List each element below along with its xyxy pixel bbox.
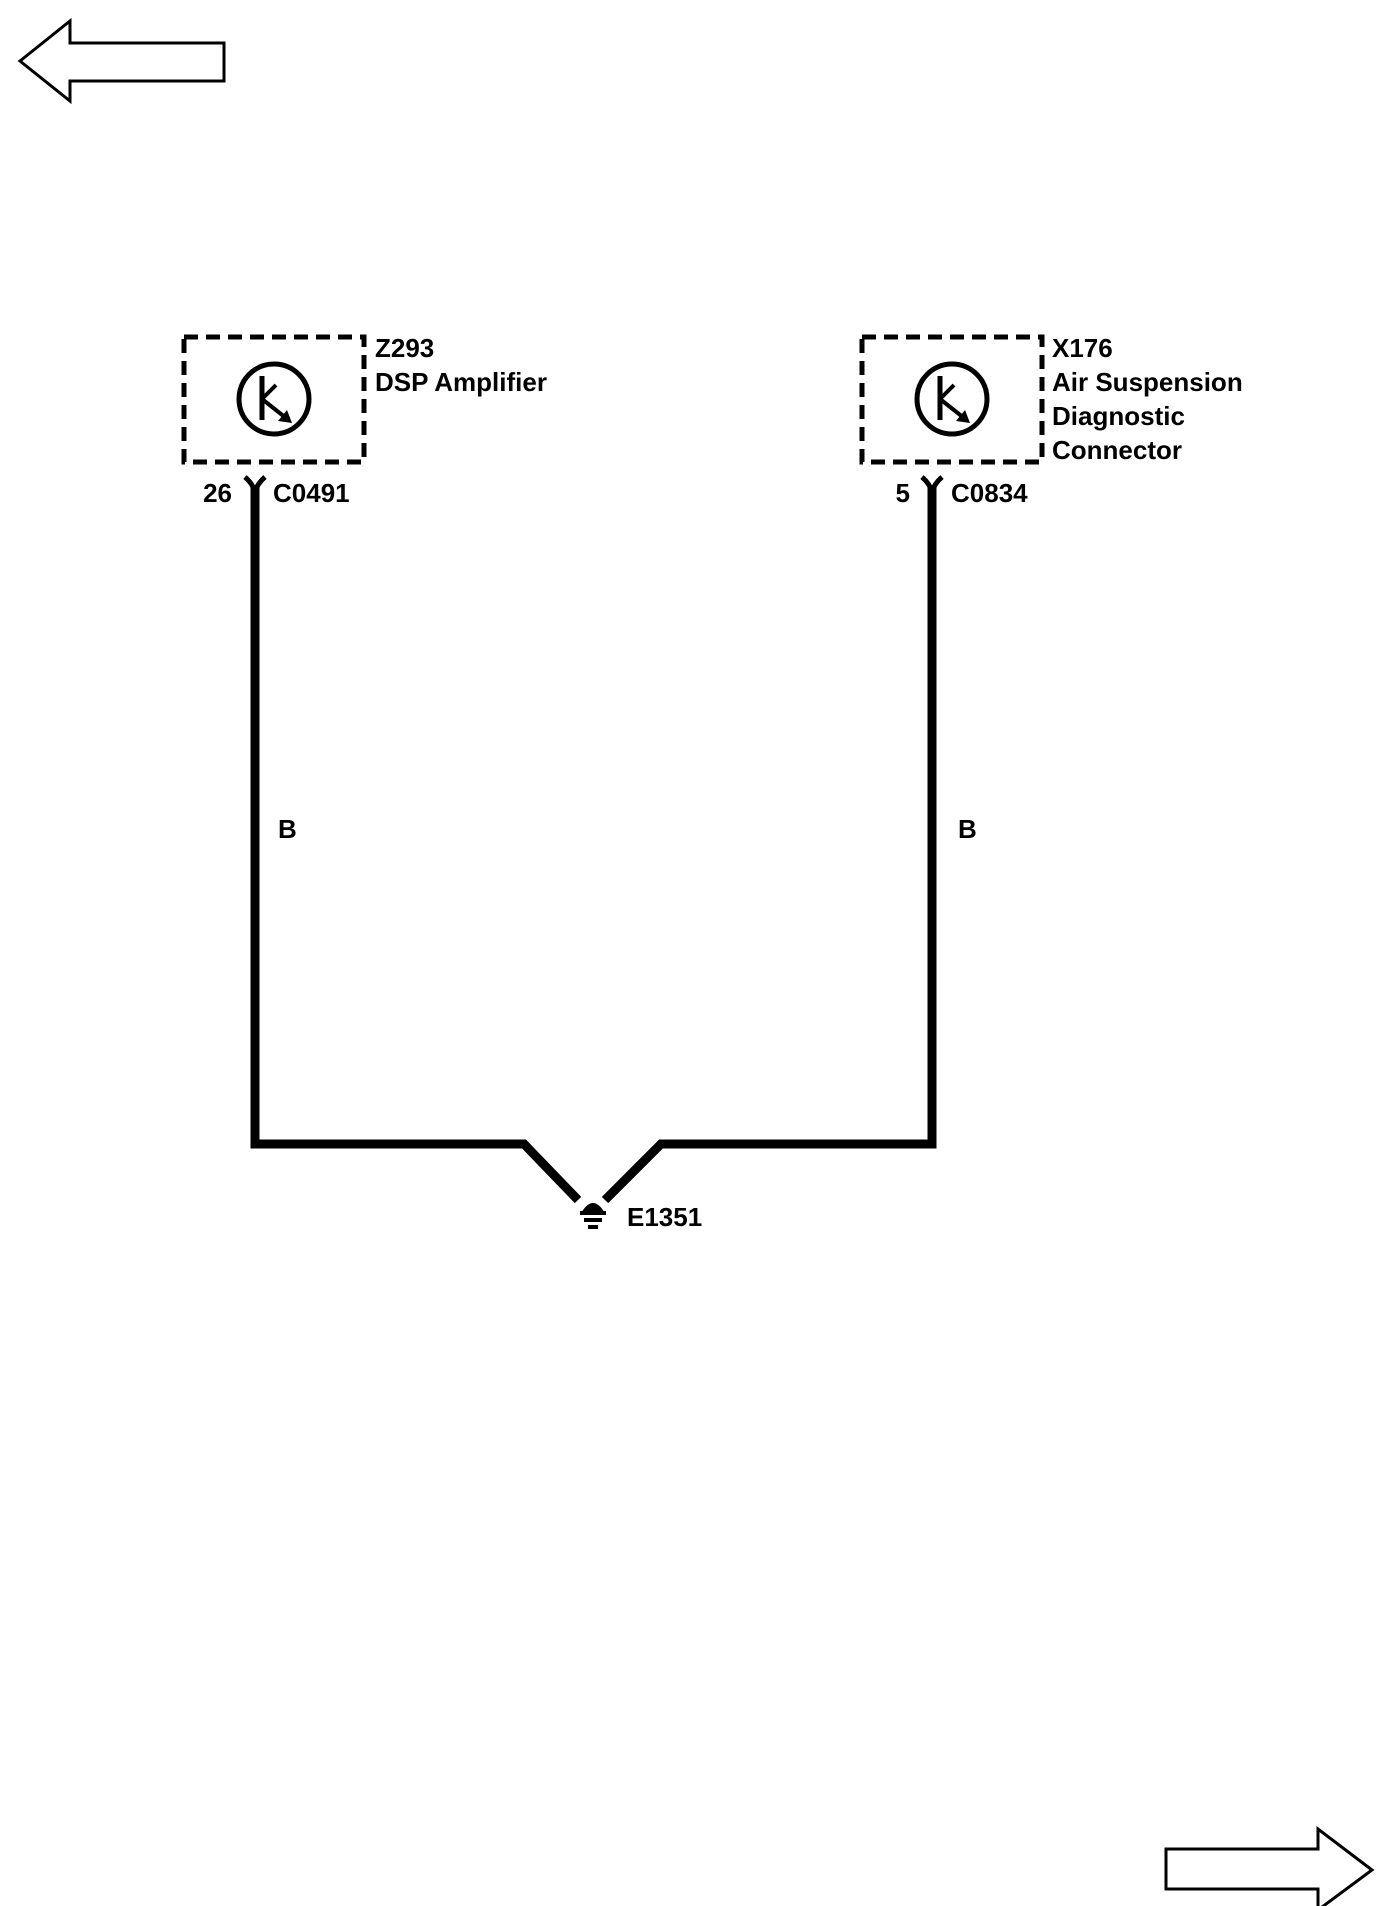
component-x176-id: X176: [1052, 333, 1113, 363]
connector-label-c0834: C0834: [951, 478, 1028, 508]
connector-label-c0491: C0491: [273, 478, 350, 508]
component-x176-name-line1: Air Suspension: [1052, 367, 1243, 397]
component-x176: X176 Air Suspension Diagnostic Connector: [859, 333, 1243, 465]
wire-color-right: B: [958, 814, 977, 844]
component-z293-name: DSP Amplifier: [375, 367, 547, 397]
wire-z293-to-ground: [250, 487, 582, 1204]
pin-number-right: 5: [896, 478, 910, 508]
next-page-arrow-icon[interactable]: [1164, 1825, 1375, 1906]
ground-icon: [580, 1203, 606, 1229]
component-x176-box: [859, 334, 1045, 465]
ground-label-e1351: E1351: [627, 1202, 702, 1232]
pin-number-left: 26: [203, 478, 232, 508]
component-x176-name-line2: Diagnostic: [1052, 401, 1185, 431]
component-z293-box: [181, 334, 367, 465]
component-z293-id: Z293: [375, 333, 434, 363]
component-z293: Z293 DSP Amplifier: [181, 333, 547, 465]
wire-x176-to-ground: [601, 487, 937, 1204]
transistor-icon: [914, 361, 990, 437]
wire-color-left: B: [278, 814, 297, 844]
transistor-icon: [236, 361, 312, 437]
component-x176-name-line3: Connector: [1052, 435, 1182, 465]
previous-page-arrow-icon[interactable]: [17, 17, 226, 105]
